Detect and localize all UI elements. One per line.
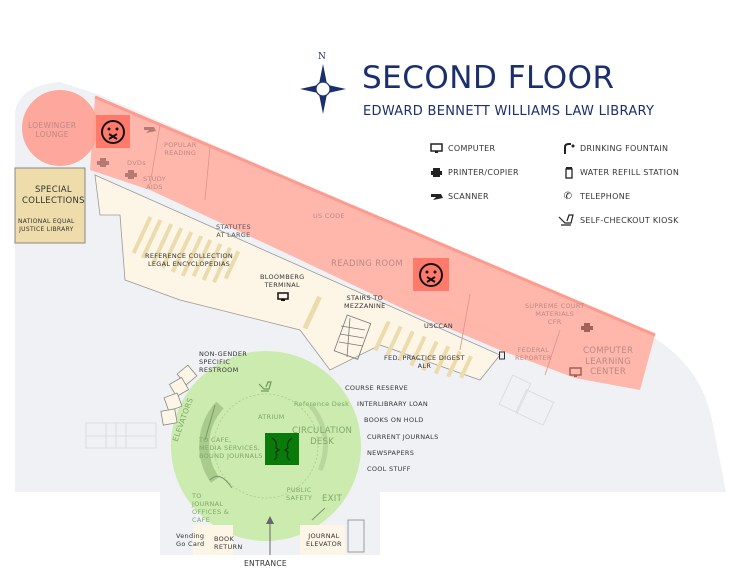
study-aids-label: STUDY AIDS <box>143 175 166 192</box>
computer-icon <box>277 292 289 302</box>
fed-practice-digest-label: FED. PRACTICE DIGEST ALR <box>384 354 465 371</box>
quiet-zone-marker-reading-room <box>413 258 449 291</box>
service-books-on-hold: BOOKS ON HOLD <box>364 416 424 424</box>
journal-elevator-label: JOURNAL ELEVATOR <box>306 532 342 549</box>
stairs-mezzanine <box>333 314 372 360</box>
statutes-at-large-label: STATUTES AT LARGE <box>216 223 251 240</box>
circulation-desk-label: CIRCULATION DESK <box>292 426 353 447</box>
service-current-journals: CURRENT JOURNALS <box>367 433 439 441</box>
federal-reporter-label: FEDERAL REPORTER <box>515 346 552 363</box>
legend-item-drinking-fountain: DRINKING FOUNTAIN <box>560 142 668 154</box>
page-title: SECOND FLOOR <box>362 60 615 96</box>
exit-label: EXIT <box>322 494 343 504</box>
reference-collection-label: REFERENCE COLLECTION LEGAL ENCYCLOPEDIAS <box>145 252 234 269</box>
special-collections-label: SPECIAL COLLECTIONS <box>22 185 85 206</box>
to-journal-offices-label: TO JOURNAL OFFICES & CAFE <box>192 492 230 525</box>
silent-face-icon <box>101 119 125 144</box>
national-equal-justice-label: NATIONAL EQUAL JUSTICE LIBRARY <box>18 218 75 233</box>
printer-icon <box>428 166 444 178</box>
service-newspapers: NEWSPAPERS <box>367 449 415 457</box>
legend-item-telephone: ✆ TELEPHONE <box>560 190 630 202</box>
atrium-label: ATRIUM <box>258 413 285 421</box>
computer-learning-center-label: COMPUTER LEARNING CENTER <box>583 346 634 378</box>
dvds-label: DVDs <box>127 159 146 167</box>
drinking-fountain-icon <box>560 142 576 154</box>
usccan-label: USCCAN <box>424 322 454 330</box>
self-checkout-kiosk-icon <box>556 214 576 226</box>
loewinger-lounge <box>22 90 98 166</box>
two-faces-talking-icon <box>271 437 293 461</box>
printer-icon <box>581 323 593 333</box>
legend-item-scanner: SCANNER <box>428 190 489 202</box>
bloomberg-terminal-label: BLOOMBERG TERMINAL <box>260 273 305 290</box>
water-refill-icon <box>499 351 505 360</box>
entrance-label: ENTRANCE <box>244 559 287 568</box>
legend-item-computer: COMPUTER <box>428 142 495 154</box>
book-return-area <box>193 525 233 555</box>
quiet-zone-marker <box>96 115 130 148</box>
supreme-court-materials-label: SUPREME COURT MATERIALS CFR <box>525 302 585 327</box>
service-interlibrary-loan: INTERLIBRARY LOAN <box>357 400 429 408</box>
printer-icon <box>97 158 109 168</box>
library-name: EDWARD BENNETT WILLIAMS LAW LIBRARY <box>363 104 655 119</box>
service-cool-stuff: COOL STUFF <box>367 465 411 473</box>
self-checkout-kiosk-icon <box>257 380 273 393</box>
compass-rose-icon <box>300 64 346 114</box>
legend-item-self-checkout: SELF-CHECKOUT KIOSK <box>556 214 679 226</box>
compass: N <box>300 52 346 114</box>
book-return-label: BOOK RETURN <box>214 535 243 552</box>
popular-reading-label: POPULAR READING <box>164 141 197 158</box>
compass-north-label: N <box>318 52 326 62</box>
computer-icon <box>428 142 444 154</box>
scanner-icon <box>428 190 444 202</box>
legend-item-water-refill: WATER REFILL STATION <box>560 166 679 179</box>
loewinger-lounge-label: LOEWINGER LOUNGE <box>28 121 77 140</box>
elevator-bays <box>160 364 198 426</box>
vending-label: Vending Go Card <box>176 532 205 549</box>
water-refill-icon <box>560 166 576 179</box>
stairs-to-mezzanine-label: STAIRS TO MEZZANINE <box>344 294 386 311</box>
service-course-reserve: COURSE RESERVE <box>345 384 408 392</box>
legend-item-printer: PRINTER/COPIER <box>428 166 519 178</box>
scanner-icon <box>143 124 156 134</box>
faint-stairs <box>85 374 555 449</box>
reading-room-label: READING ROOM <box>331 259 404 269</box>
quiet-zone <box>90 97 655 390</box>
reference-desk-label: Reference Desk <box>294 400 350 408</box>
public-safety-label: PUBLIC SAFETY <box>286 486 313 503</box>
silent-face-icon <box>419 262 443 287</box>
us-code-label: US CODE <box>313 212 345 220</box>
printer-icon <box>125 170 137 180</box>
to-cafe-label: TO CAFE, MEDIA SERVICES, BOUND JOURNALS <box>199 436 263 461</box>
non-gender-restroom-label: NON-GENDER SPECIFIC RESTROOM <box>199 350 248 375</box>
special-collections-room <box>14 167 86 244</box>
collaborative-zone-marker <box>265 433 299 465</box>
computer-icon <box>569 367 582 378</box>
telephone-icon: ✆ <box>563 190 573 202</box>
